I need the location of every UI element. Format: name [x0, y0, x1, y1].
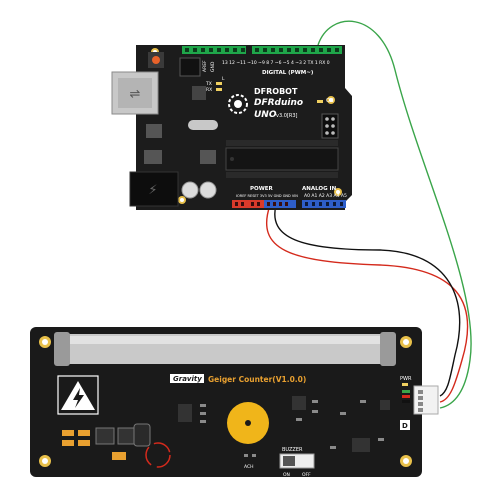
regulator-2: [144, 150, 162, 164]
on-label: ON: [326, 98, 334, 104]
usb-icon: ⇌: [130, 87, 141, 102]
rx-led: [216, 88, 222, 91]
ic-chip: [380, 400, 390, 410]
ach-label: ACH: [244, 464, 254, 470]
capacitor-tant: [62, 440, 74, 446]
switch-off-label: OFF: [302, 472, 311, 478]
version-sub-label: v3.0[R3]: [276, 113, 298, 119]
capacitor: [181, 181, 199, 199]
power-header: [232, 200, 296, 208]
dc-power-jack: [129, 171, 179, 207]
analog-header: [302, 200, 346, 208]
lightning-icon: ⚡: [148, 183, 157, 198]
geiger-board: Gravity Geiger Counter(V1.0.0) BUZZER ON…: [30, 327, 439, 478]
mcu-chip: [225, 147, 339, 171]
inductor: [95, 427, 115, 445]
usb-chip: [192, 86, 206, 100]
gravity-badge: [170, 374, 204, 383]
version-main-label: UNO: [254, 110, 277, 120]
dial-marker: [145, 442, 171, 468]
aref-label: AREF: [202, 60, 208, 72]
ic-chip: [178, 404, 192, 422]
high-voltage-warning-icon: [57, 375, 99, 415]
buzzer-label: BUZZER: [282, 447, 303, 453]
analog-pins-label: A0 A1 A2 A3 A4 A5: [304, 193, 347, 199]
wire-black-gnd: [274, 204, 461, 397]
transistor: [133, 423, 151, 447]
header-2x3: [179, 57, 201, 77]
pin-vcc: [402, 395, 410, 398]
inductor: [117, 427, 137, 445]
digital-label: DIGITAL (PWM~): [262, 70, 314, 76]
capacitor-tant: [62, 430, 74, 436]
capacitor-tant: [78, 440, 90, 446]
wire-red-vcc: [265, 204, 469, 403]
digital-pins-label: 13 12 ~11 ~10 ~9 8 7 ~6 ~5 4 ~3 2 TX 1 R…: [222, 60, 330, 66]
analog-label: ANALOG IN: [302, 186, 337, 192]
arduino-board: ⇌ ⚡ AREF GND DIGITAL (P: [111, 45, 352, 210]
ic-chip: [292, 396, 306, 410]
tx-label: TX: [205, 81, 212, 87]
pwr-led: [402, 383, 408, 386]
pin-signal: [402, 390, 410, 393]
brand-label: DFROBOT: [254, 87, 298, 96]
power-pins-label: IOREF RESET 3V3 5V GND GND VIN: [236, 194, 298, 198]
ic-chip: [352, 438, 370, 452]
d-label: D: [402, 422, 408, 430]
dfrobot-logo: [228, 94, 248, 114]
capacitor-tant: [112, 452, 126, 460]
gravity-badge-text: Gravity: [173, 375, 202, 383]
pwr-label: PWR: [400, 376, 412, 382]
power-label: POWER: [250, 186, 274, 192]
gravity-connector: [413, 385, 439, 415]
geiger-tube: [54, 332, 396, 366]
on-led: [317, 100, 323, 103]
tx-led: [216, 82, 222, 85]
crystal: [188, 120, 218, 130]
capacitor-tant: [78, 430, 90, 436]
capacitor: [199, 181, 217, 199]
pin-gnd: [402, 400, 410, 403]
smd-chip: [200, 150, 216, 164]
switch-on-label: ON: [283, 472, 290, 478]
wire-green-signal: [317, 20, 472, 409]
smd-resistors: [200, 400, 384, 457]
rx-label: RX: [206, 87, 212, 93]
model-label: DFRduino: [254, 98, 303, 108]
geiger-title: Geiger Counter(V1.0.0): [208, 375, 306, 384]
gnd-top-label: GND: [210, 61, 216, 72]
l-label: L: [222, 76, 225, 82]
mcu-socket: [226, 140, 338, 146]
regulator: [146, 124, 162, 138]
icsp-header: [321, 113, 339, 139]
digital-header: [182, 46, 342, 54]
